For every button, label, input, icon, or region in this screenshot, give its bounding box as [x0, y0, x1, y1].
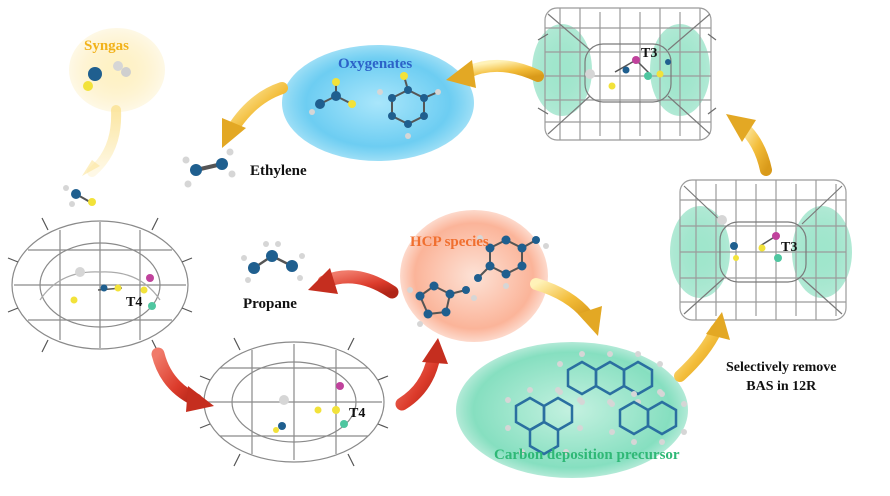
selective-removal-line-1: Selectively remove	[726, 360, 837, 375]
ethylene-label: Ethylene	[250, 163, 307, 179]
framework-halo	[532, 24, 592, 116]
arrow-bottom-framework-to-hcp-head	[422, 338, 448, 364]
site-label-t3-middle: T3	[781, 240, 798, 255]
hcp-species-label: HCP species	[410, 234, 489, 250]
arrow-carbon-to-framework	[674, 324, 722, 382]
zeolite-framework-middle-right	[679, 179, 847, 321]
methanol-molecule	[63, 185, 96, 207]
active-site-t3-middle	[717, 215, 782, 262]
active-site-t4-left	[70, 267, 156, 310]
arrow-left-to-bottom-framework-head	[186, 386, 214, 412]
zeolite-framework-top-right	[537, 7, 717, 141]
ethylene-molecule	[182, 148, 236, 188]
arrow-oxygenates-to-ethylene-head	[222, 118, 246, 148]
pah-molecule-naphthalene	[609, 391, 687, 445]
arrow-hcp-to-carbon	[530, 278, 594, 322]
oxygenates-label: Oxygenates	[338, 56, 413, 72]
syngas-fade-arrow	[87, 105, 122, 177]
active-site-t3-top	[585, 56, 671, 90]
arrow-bottom-framework-to-hcp	[395, 349, 441, 411]
arrow-hcp-to-propane-head	[308, 268, 338, 294]
arrow-oxygenates-to-ethylene	[226, 82, 288, 136]
syngas-fade-arrowhead	[82, 160, 100, 176]
syngas-molecules	[83, 61, 131, 91]
hcp-molecule-pentagon	[407, 281, 477, 327]
pah-molecule-pyrene	[505, 387, 583, 456]
arrow-hcp-to-carbon-head	[578, 306, 602, 336]
arrow-framework-to-oxygenates-head	[446, 60, 476, 88]
arrow-framework-to-oxygenates	[462, 59, 544, 82]
site-label-t3-top: T3	[641, 46, 658, 61]
propane-label: Propane	[243, 296, 297, 312]
arrow-middle-to-top-framework-head	[726, 114, 756, 142]
hcp-molecule-hexagon	[474, 235, 549, 289]
zeolite-framework-bottom	[199, 337, 389, 467]
site-label-t4-bottom: T4	[349, 406, 366, 421]
selective-removal-label: Selectively remove BAS in 12R	[726, 358, 837, 396]
propane-molecule	[241, 241, 305, 283]
site-label-t4-left: T4	[126, 295, 143, 310]
oxygenate-molecule-aromatic	[377, 72, 441, 139]
active-site-t4-bottom	[273, 382, 348, 433]
oxygenates-blob	[282, 45, 474, 161]
syngas-label: Syngas	[84, 38, 130, 54]
arrow-carbon-to-framework-head	[706, 312, 730, 340]
oxygenate-molecule-acetic	[309, 78, 356, 115]
zeolite-framework-left	[7, 217, 193, 353]
carbon-precursor-label: Carbon deposition precursor	[494, 447, 680, 463]
selective-removal-line-2: BAS in 12R	[746, 379, 817, 394]
